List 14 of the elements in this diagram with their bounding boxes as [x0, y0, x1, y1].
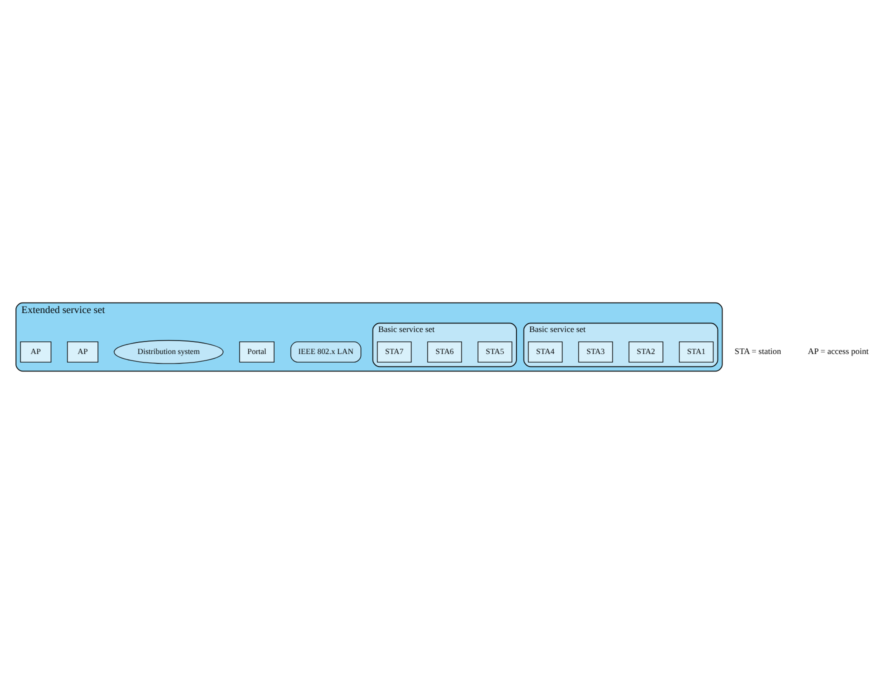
node-box: AP — [67, 341, 98, 362]
node-box: STA4 — [528, 341, 563, 362]
node-box: STA5 — [478, 341, 512, 362]
node-box: STA1 — [678, 341, 714, 362]
node-box: IEEE 802.x LAN — [290, 341, 362, 362]
node-box: STA7 — [376, 341, 412, 362]
label: AP = access point — [808, 346, 869, 356]
label: STA = station — [734, 346, 782, 356]
node-box: Portal — [239, 341, 274, 362]
node-ellipse: Distribution system — [114, 340, 224, 364]
node-box: STA2 — [628, 341, 664, 362]
node-box: AP — [20, 341, 52, 362]
node-box: STA6 — [427, 341, 462, 362]
node-box: STA3 — [578, 341, 613, 362]
